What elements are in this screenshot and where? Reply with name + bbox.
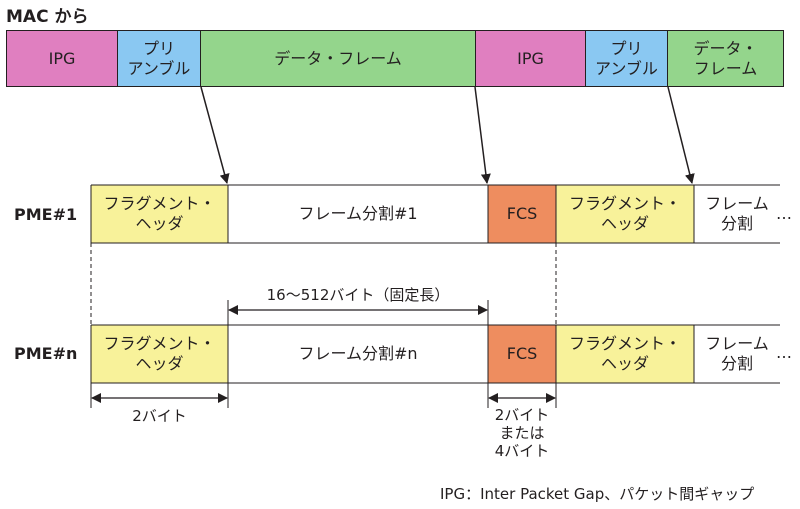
pmen-label: PME#n bbox=[14, 344, 78, 363]
mac-ipg-2-label: IPG bbox=[517, 48, 544, 68]
mapping-arrow-1 bbox=[200, 86, 230, 184]
pmen-fcs: FCS bbox=[488, 325, 556, 383]
mac-preamble-2: プリ アンブル bbox=[585, 30, 668, 87]
mac-preamble-2-label: プリ アンブル bbox=[595, 38, 658, 78]
pme1-fcs-label: FCS bbox=[506, 204, 538, 223]
pme1-frame-split-2: フレーム 分割 bbox=[694, 185, 780, 243]
mac-data-frame-1: データ・フレーム bbox=[200, 30, 476, 87]
pmen-frame-split-1: フレーム分割#n bbox=[228, 325, 488, 383]
pmen-frame-split-1-label: フレーム分割#n bbox=[298, 344, 418, 363]
pme1-fragment-header-2: フラグメント・ ヘッダ bbox=[556, 185, 694, 243]
pmen-fcs-label: FCS bbox=[506, 344, 538, 363]
pmen-fragment-header-2: フラグメント・ ヘッダ bbox=[556, 325, 694, 383]
pme1-fragment-header-1-label: フラグメント・ ヘッダ bbox=[103, 194, 216, 233]
pmen-fragment-header-1-label: フラグメント・ ヘッダ bbox=[103, 334, 216, 373]
mac-ipg-2: IPG bbox=[475, 30, 586, 87]
pmen-outline bbox=[90, 324, 780, 384]
pmen-frame-split-2: フレーム 分割 bbox=[694, 325, 780, 383]
pmen-ellipsis: … bbox=[776, 343, 792, 362]
legend-note: IPG：Inter Packet Gap、パケット間ギャップ bbox=[440, 485, 755, 503]
mac-data-frame-1-label: データ・フレーム bbox=[274, 48, 402, 68]
pme1-fcs: FCS bbox=[488, 185, 556, 243]
header-size-label: 2バイト bbox=[132, 407, 187, 425]
mac-data-frame-2: データ・ フレーム bbox=[667, 30, 784, 87]
fcs-size-label: 2バイト または 4バイト bbox=[494, 406, 550, 460]
mapping-arrow-3 bbox=[667, 86, 695, 184]
pme1-frame-split-1: フレーム分割#1 bbox=[228, 185, 488, 243]
mac-data-frame-2-label: データ・ フレーム bbox=[693, 38, 758, 78]
mac-ipg-1-label: IPG bbox=[48, 48, 76, 68]
pme1-ellipsis: … bbox=[776, 204, 792, 223]
fixed-length-label: 16～512バイト（固定長） bbox=[266, 286, 450, 304]
diagram-title: MAC から bbox=[6, 7, 89, 27]
pme1-fragment-header-2-label: フラグメント・ ヘッダ bbox=[568, 194, 681, 233]
pmen-frame-split-2-label: フレーム 分割 bbox=[705, 334, 769, 373]
pmen-fragment-header-2-label: フラグメント・ ヘッダ bbox=[568, 334, 681, 373]
mac-preamble-1-label: プリ アンブル bbox=[127, 38, 191, 78]
pme1-frame-split-2-label: フレーム 分割 bbox=[705, 194, 769, 233]
pme1-frame-split-1-label: フレーム分割#1 bbox=[298, 204, 418, 223]
pme1-outline bbox=[90, 184, 780, 244]
pme1-fragment-header-1: フラグメント・ ヘッダ bbox=[91, 185, 228, 243]
pmen-fragment-header-1: フラグメント・ ヘッダ bbox=[91, 325, 228, 383]
mapping-arrow-2 bbox=[474, 86, 491, 184]
pme1-label: PME#1 bbox=[14, 205, 78, 224]
